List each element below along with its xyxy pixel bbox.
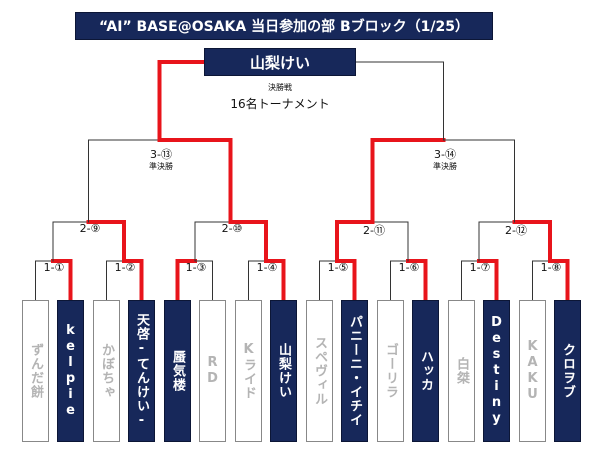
match-label-2-11: 2-⑪ <box>363 224 385 237</box>
player-box: kelpie <box>57 300 84 442</box>
round-label-3-13: 準決勝 <box>149 162 173 171</box>
player-name: Kライド <box>241 342 256 400</box>
player-name: ハッカ <box>418 350 433 392</box>
player-box: スペヴィル <box>306 300 333 442</box>
player-box: Kライド <box>235 300 262 442</box>
player-box: 白桀 <box>448 300 475 442</box>
match-label-1-4: 1-④ <box>256 261 278 274</box>
player-box: パニーニ・イチイ <box>341 300 368 442</box>
player-name: 天啓-てんけい- <box>134 313 149 429</box>
player-name: パニーニ・イチイ <box>347 315 362 427</box>
player-box: かぼちゃ <box>93 300 120 442</box>
player-box: ゴーリラ <box>377 300 404 442</box>
player-name: 白桀 <box>454 357 469 385</box>
player-name: 山梨けい <box>276 343 291 399</box>
match-label-1-5: 1-⑤ <box>327 261 349 274</box>
page-title: “AI” BASE@OSAKA 当日参加の部 Bブロック（1/25） <box>75 12 493 40</box>
match-label-1-2: 1-② <box>114 261 136 274</box>
match-label-2-10: 2-⑩ <box>221 222 243 235</box>
player-box: ハッカ <box>412 300 439 442</box>
player-box: 蜃気楼 <box>164 300 191 442</box>
match-label-3-13: 3-⑬ <box>150 148 172 161</box>
match-label-2-12: 2-⑫ <box>505 224 527 237</box>
player-name: RD <box>205 355 220 387</box>
match-label-1-7: 1-⑦ <box>469 261 491 274</box>
player-name: ずんだ餅 <box>28 343 43 399</box>
match-label-1-3: 1-③ <box>185 261 207 274</box>
player-name: kelpie <box>63 323 78 419</box>
player-box: ずんだ餅 <box>22 300 49 442</box>
player-box: RD <box>199 300 226 442</box>
player-name: スペヴィル <box>312 336 327 406</box>
tournament-subtitle: 16名トーナメント <box>230 97 330 111</box>
player-box: 山梨けい <box>270 300 297 442</box>
player-name: かぼちゃ <box>99 343 114 399</box>
player-box: Destiny <box>483 300 510 442</box>
player-name: ゴーリラ <box>383 343 398 399</box>
match-label-1-8: 1-⑧ <box>540 261 562 274</box>
player-name: Destiny <box>489 315 504 427</box>
player-name: 蜃気楼 <box>170 350 185 392</box>
player-name: KAKU <box>525 339 540 403</box>
match-label-2-9: 2-⑨ <box>79 222 101 235</box>
match-label-1-1: 1-① <box>43 261 65 274</box>
match-label-1-6: 1-⑥ <box>398 261 420 274</box>
player-name: クロヲブ <box>560 343 575 399</box>
match-label-3-14: 3-⑭ <box>434 148 456 161</box>
champion-box: 山梨けい <box>204 48 356 76</box>
player-box: 天啓-てんけい- <box>128 300 155 442</box>
player-box: KAKU <box>519 300 546 442</box>
round-label-3-14: 準決勝 <box>433 162 457 171</box>
final-label: 決勝戦 <box>268 83 292 92</box>
player-box: クロヲブ <box>554 300 581 442</box>
